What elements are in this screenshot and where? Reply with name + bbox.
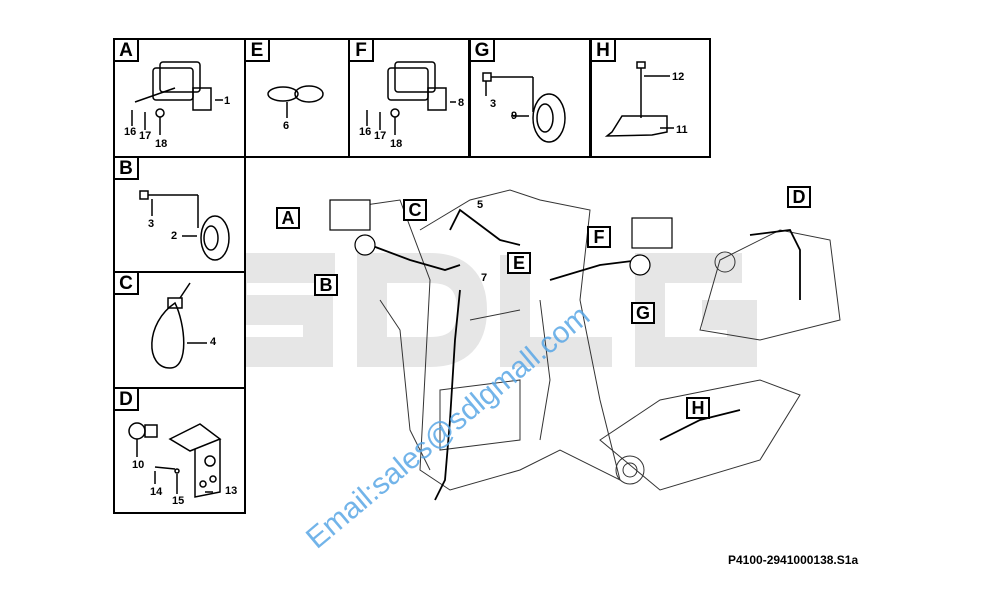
part-number: 16 [359,126,372,138]
part-number: 3 [148,218,155,230]
part-number: 16 [124,126,137,138]
part-number: 14 [150,486,163,498]
part-number: 4 [210,336,217,348]
callout-a[interactable]: A [276,207,300,229]
panel-letter: A [115,40,139,62]
work-light-icon [131,61,223,135]
sensor-bracket-icon [128,422,222,498]
part-number: 17 [374,130,387,142]
part-number: 10 [132,459,145,471]
part-number: 7 [481,272,488,284]
part-number: 18 [390,138,403,150]
drawing-code: P4100-2941000138.S1a [728,553,859,567]
part-number: 6 [283,120,290,132]
panel-letter: D [115,389,139,411]
part-number: 9 [511,110,518,122]
panel-letter: H [592,40,616,62]
callout-b[interactable]: B [314,274,338,296]
part-number: 5 [477,199,484,211]
part-number: 13 [225,485,238,497]
part-number: 8 [458,97,465,109]
callout-g[interactable]: G [631,302,655,324]
bolt-bracket-icon [604,61,674,137]
panel-h: H 12 11 [590,38,711,158]
callout-e[interactable]: E [507,252,531,274]
panel-letter: E [246,40,270,62]
horn-icon [482,72,566,143]
callout-c[interactable]: C [403,199,427,221]
part-number: 12 [672,71,685,83]
callout-d[interactable]: D [787,186,811,208]
panel-d: D 10 14 15 13 [113,387,246,514]
panel-f: F 8 16 17 18 [348,38,470,158]
work-light-icon [366,61,456,135]
panel-letter: C [115,273,139,295]
panel-g: G 3 9 [469,38,591,158]
cable-tie-icon [151,282,207,369]
horn-icon [139,190,230,261]
part-number: 3 [490,98,497,110]
panel-letter: G [471,40,495,62]
panel-letter: B [115,158,139,180]
part-number: 18 [155,138,168,150]
callout-h[interactable]: H [686,397,710,419]
part-number: 2 [171,230,178,242]
part-number: 15 [172,495,185,507]
panel-e: E 6 [244,38,350,158]
panel-letter: F [350,40,374,62]
cable-clamp-icon [267,85,324,118]
part-number: 17 [139,130,152,142]
part-number: 11 [676,124,688,136]
panel-b: B 3 2 [113,156,246,273]
part-number: 1 [224,95,231,107]
callout-f[interactable]: F [587,226,611,248]
panel-a: A 1 16 17 18 [113,38,246,158]
panel-c: C 4 [113,271,246,389]
